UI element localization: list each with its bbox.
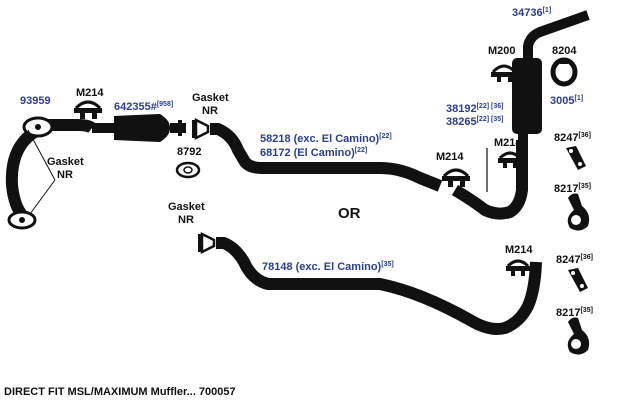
catalytic-converter — [92, 114, 186, 142]
clamp-m200 — [491, 64, 517, 82]
hanger-8204 — [550, 57, 578, 87]
label-m214-c: M214 — [494, 137, 522, 149]
label-642355: 642355#[958] — [114, 101, 173, 113]
label-38265: 38265[22] [35] — [446, 116, 503, 128]
label-gasket-low-1: Gasket — [168, 201, 205, 213]
intermediate-pipe-lower — [216, 237, 542, 335]
or-label: OR — [338, 205, 361, 222]
label-8247-b: 8247[36] — [556, 254, 593, 266]
label-8217-a: 8217[35] — [554, 183, 591, 195]
label-gasket-left-2: NR — [57, 169, 73, 181]
footer-text: DIRECT FIT MSL/MAXIMUM Muffler... 700057 — [4, 386, 236, 398]
label-m214-a: M214 — [76, 87, 104, 99]
label-8247-a: 8247[36] — [554, 132, 591, 144]
hanger-8247-a — [566, 146, 586, 170]
hanger-8217-b — [567, 317, 590, 355]
flange-gasket-mid — [192, 117, 210, 141]
label-8792: 8792 — [177, 146, 201, 158]
tailpipe-34736 — [523, 10, 590, 58]
label-gasket-mid-1: Gasket — [192, 92, 229, 104]
label-78148: 78148 (exc. El Camino)[35] — [262, 261, 394, 273]
label-38192: 38192[22] [36] — [446, 103, 503, 115]
label-gasket-mid-2: NR — [202, 105, 218, 117]
label-8204: 8204 — [552, 45, 577, 57]
label-m214-b: M214 — [436, 151, 464, 163]
clamp-m214-a — [74, 100, 102, 119]
hanger-8247-b — [568, 268, 588, 292]
label-34736: 34736[1] — [512, 7, 551, 19]
muffler — [512, 58, 542, 144]
clamp-m214-b — [442, 168, 470, 187]
flange-gasket-low — [198, 231, 216, 255]
intermediate-pipe-upper — [210, 123, 443, 192]
label-93959: 93959 — [20, 95, 51, 107]
clamp-m214-d — [506, 259, 530, 276]
intermediate-pipe-upper-rear — [451, 140, 528, 220]
label-8217-b: 8217[35] — [556, 307, 593, 319]
label-3005: 3005[1] — [550, 95, 583, 107]
label-m214-d: M214 — [505, 244, 533, 256]
y-pipe — [5, 116, 96, 230]
hanger-8217-a — [567, 193, 590, 231]
label-gasket-low-2: NR — [178, 214, 194, 226]
label-m200: M200 — [488, 45, 516, 57]
flange-8792 — [175, 161, 201, 179]
label-58218: 58218 (exc. El Camino)[22] — [260, 133, 392, 145]
label-gasket-left-1: Gasket — [47, 156, 84, 168]
label-68172: 68172 (El Camino)[22] — [260, 147, 367, 159]
clamp-m214-c — [498, 151, 522, 168]
